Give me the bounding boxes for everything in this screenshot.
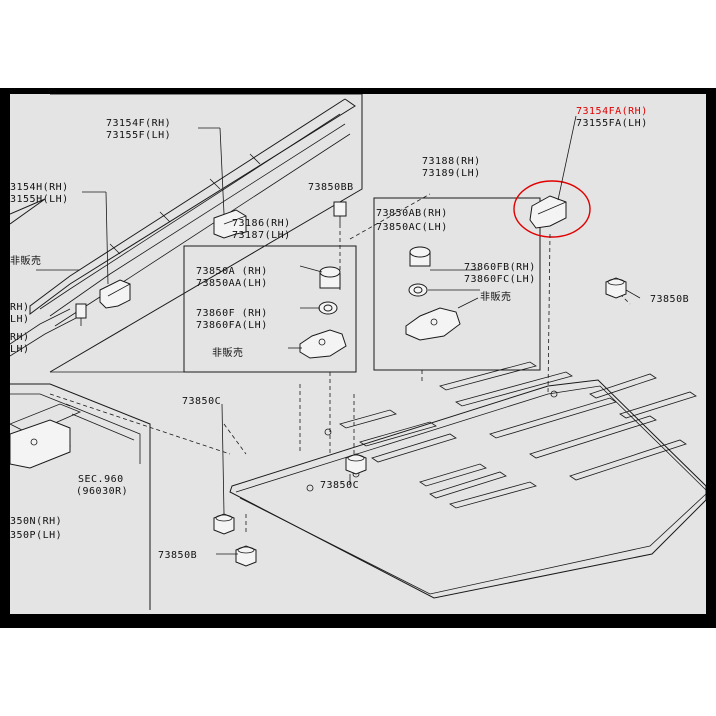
label-rh-left-2: RH): [10, 332, 30, 343]
label-73850c-mid: 73850C: [320, 480, 359, 491]
label-nonsale-center: 非販売: [212, 346, 244, 359]
label-73189: 73189(LH): [422, 168, 481, 179]
highlight-circle: [513, 180, 591, 238]
nut-73850b-bottom: [235, 545, 257, 567]
part-box-73186: [183, 245, 357, 373]
parts-diagram-svg: 73154FA(RH) 73155FA(LH) 73154F(RH) 73155…: [10, 94, 706, 610]
label-lh-left-1: LH): [10, 314, 30, 325]
nut-73850c-mid: [345, 453, 367, 475]
label-73187: 73187(LH): [232, 230, 291, 241]
end-cap-73154f: [213, 209, 247, 239]
label-73850b-bottom: 73850B: [158, 550, 197, 561]
label-73860fb: 73860FB(RH): [464, 262, 536, 273]
label-73154fa: 73154FA(RH): [576, 106, 648, 117]
label-73154h: 3154H(RH): [10, 182, 69, 193]
rail-clip: [75, 303, 87, 326]
label-73155h: 3155H(LH): [10, 194, 69, 205]
label-73155fa: 73155FA(LH): [576, 118, 648, 129]
roof-rail-assembly: [10, 94, 363, 373]
label-rh-left-1: RH): [10, 302, 30, 313]
label-73186: 73186(RH): [232, 218, 291, 229]
label-73860f: 73860F (RH): [196, 308, 268, 319]
label-73850a: 73850A (RH): [196, 266, 268, 277]
label-sec96030: (96030R): [76, 486, 128, 497]
label-73850ab: 73850AB(RH): [376, 208, 448, 219]
label-73154f: 73154F(RH): [106, 118, 171, 129]
end-cap-73154h: [99, 279, 131, 309]
bracket-73860fb: [405, 307, 461, 341]
label-nonsale-right: 非販売: [480, 290, 512, 303]
label-73850aa: 73850AA(LH): [196, 278, 268, 289]
sec960-structure: [10, 383, 151, 610]
label-ticks: [36, 115, 641, 555]
roof-panel: [229, 361, 706, 599]
label-73850p: 350P(LH): [10, 530, 62, 541]
part-box-73188: [373, 197, 541, 371]
label-73850bb: 73850BB: [308, 182, 354, 193]
label-73850ac: 73850AC(LH): [376, 222, 448, 233]
label-73860fa: 73860FA(LH): [196, 320, 268, 331]
label-73850b-right: 73850B: [650, 294, 689, 305]
clip-73850a: [318, 266, 341, 315]
label-73188: 73188(RH): [422, 156, 481, 167]
label-73850c-left: 73850C: [182, 396, 221, 407]
end-cap-73154fa: [513, 180, 591, 238]
bracket-73860f: [299, 329, 347, 359]
label-nonsale-left: 非販売: [10, 254, 42, 267]
parts-diagram: 73154FA(RH) 73155FA(LH) 73154F(RH) 73155…: [10, 94, 706, 614]
label-73860fc: 73860FC(LH): [464, 274, 536, 285]
nut-73850bb: [333, 201, 347, 224]
nut-73850c-left: [213, 513, 235, 535]
label-73155f: 73155F(LH): [106, 130, 171, 141]
label-sec960: SEC.960: [78, 474, 124, 485]
label-73850n: 350N(RH): [10, 516, 62, 527]
nut-73850b-right: [605, 277, 627, 299]
diagram-frame: 73154FA(RH) 73155FA(LH) 73154F(RH) 73155…: [0, 88, 716, 628]
clip-73850ab: [408, 246, 431, 297]
label-lh-left-2: LH): [10, 344, 30, 355]
